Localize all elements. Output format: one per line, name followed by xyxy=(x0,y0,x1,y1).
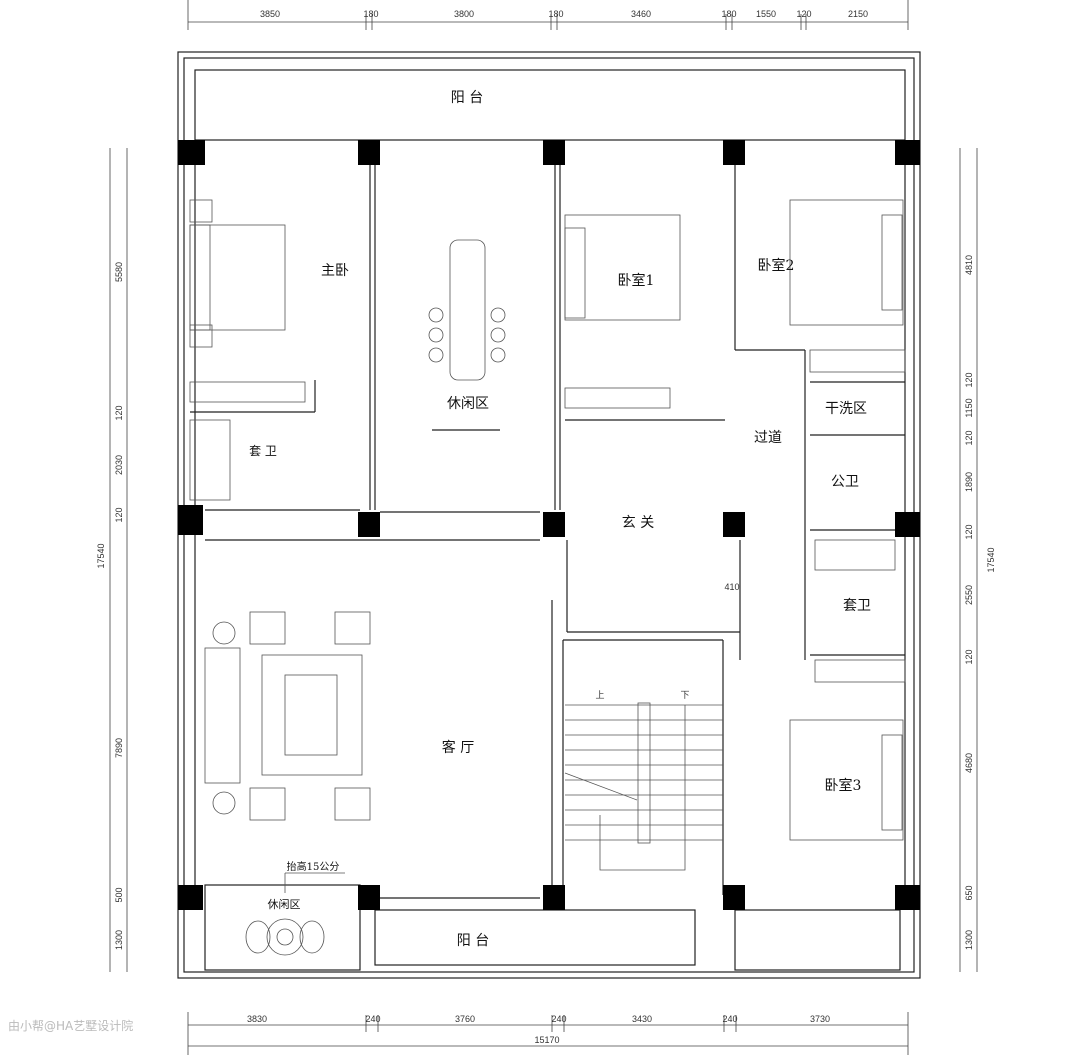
note-cabinet: 410 xyxy=(724,582,739,592)
label-balcony-top: 阳 台 xyxy=(451,90,483,106)
dim-top-8: 120 xyxy=(796,9,811,19)
dim-right-7: 2550 xyxy=(964,585,974,605)
dim-right-8: 120 xyxy=(964,649,974,664)
master-bed xyxy=(189,199,286,348)
dim-right-6: 120 xyxy=(964,524,974,539)
dim-bottom-1: 3830 xyxy=(247,1014,267,1024)
dim-right-3: 1150 xyxy=(964,398,974,417)
note-stair-down: 下 xyxy=(680,690,689,700)
label-master-bedroom: 主卧 xyxy=(321,263,349,279)
dim-right-9: 4680 xyxy=(964,753,974,773)
note-stair-up: 上 xyxy=(595,690,604,700)
dim-left-5: 7890 xyxy=(114,738,124,758)
furniture xyxy=(189,199,906,956)
label-ensuite-right: 套卫 xyxy=(843,598,871,614)
dim-top-7: 1550 xyxy=(756,9,776,19)
room-labels: 阳 台 主卧 休闲区 卧室1 卧室2 干洗区 过道 公卫 玄 关 套卫 套 卫 … xyxy=(249,90,871,949)
watermark: 由小帮@HA艺墅设计院 xyxy=(8,1019,133,1033)
stairs xyxy=(564,702,723,871)
structural-columns xyxy=(178,140,920,910)
wardrobes xyxy=(189,349,906,683)
dim-right-total: 17540 xyxy=(986,547,996,572)
dim-right-11: 1300 xyxy=(964,930,974,950)
dimension-lines xyxy=(109,0,978,1055)
label-dry-area: 干洗区 xyxy=(825,401,867,417)
dim-left-1: 5580 xyxy=(114,262,124,282)
dining-table xyxy=(428,239,506,431)
dim-top-6: 180 xyxy=(721,9,736,19)
dim-top-9: 2150 xyxy=(848,9,868,19)
dim-bottom-5: 3430 xyxy=(632,1014,652,1024)
dim-top-2: 180 xyxy=(363,9,378,19)
label-public-bath: 公卫 xyxy=(831,474,859,490)
dim-right-10: 650 xyxy=(964,885,974,900)
label-lounge-bottom: 休闲区 xyxy=(268,897,301,911)
dim-left-2: 120 xyxy=(114,405,124,420)
bedroom1-bed xyxy=(564,214,681,321)
bedroom3-bed xyxy=(789,719,904,841)
dim-top-3: 3800 xyxy=(454,9,474,19)
dim-left-6: 500 xyxy=(114,887,124,902)
dim-top-1: 3850 xyxy=(260,9,280,19)
label-bedroom3: 卧室3 xyxy=(825,777,862,794)
dim-top-4: 180 xyxy=(548,9,563,19)
dim-left-3: 2030 xyxy=(114,455,124,475)
dim-right-2: 120 xyxy=(964,372,974,387)
label-corridor: 过道 xyxy=(754,430,782,446)
dim-bottom-7: 3730 xyxy=(810,1014,830,1024)
dim-bottom-3: 3760 xyxy=(455,1014,475,1024)
sofa-set xyxy=(204,611,371,821)
dim-bottom-2: 240 xyxy=(365,1014,380,1024)
dim-left-7: 1300 xyxy=(114,930,124,950)
dim-bottom-total: 15170 xyxy=(534,1035,559,1045)
bathtubs xyxy=(189,419,896,571)
label-bedroom1: 卧室1 xyxy=(618,272,655,289)
label-bedroom2: 卧室2 xyxy=(758,257,795,274)
label-ensuite-left: 套 卫 xyxy=(249,444,277,458)
dim-right-5: 1890 xyxy=(964,472,974,492)
lounge-table xyxy=(245,918,325,956)
label-lounge: 休闲区 xyxy=(447,396,489,412)
dim-right-4: 120 xyxy=(964,430,974,445)
label-living-room: 客 厅 xyxy=(442,739,474,756)
dim-bottom-4: 240 xyxy=(551,1014,566,1024)
dim-right-1: 4810 xyxy=(964,255,974,275)
dimension-labels: 3850 180 3800 180 3460 180 1550 120 2150… xyxy=(96,9,996,1045)
dim-left-4: 120 xyxy=(114,507,124,522)
bedroom2-bed xyxy=(789,199,904,326)
dim-left-total: 17540 xyxy=(96,543,106,568)
dim-top-5: 3460 xyxy=(631,9,651,19)
dim-bottom-6: 240 xyxy=(722,1014,737,1024)
label-foyer: 玄 关 xyxy=(622,514,654,531)
label-balcony-bottom: 阳 台 xyxy=(457,933,489,949)
note-step-height: 抬高15公分 xyxy=(287,860,340,873)
